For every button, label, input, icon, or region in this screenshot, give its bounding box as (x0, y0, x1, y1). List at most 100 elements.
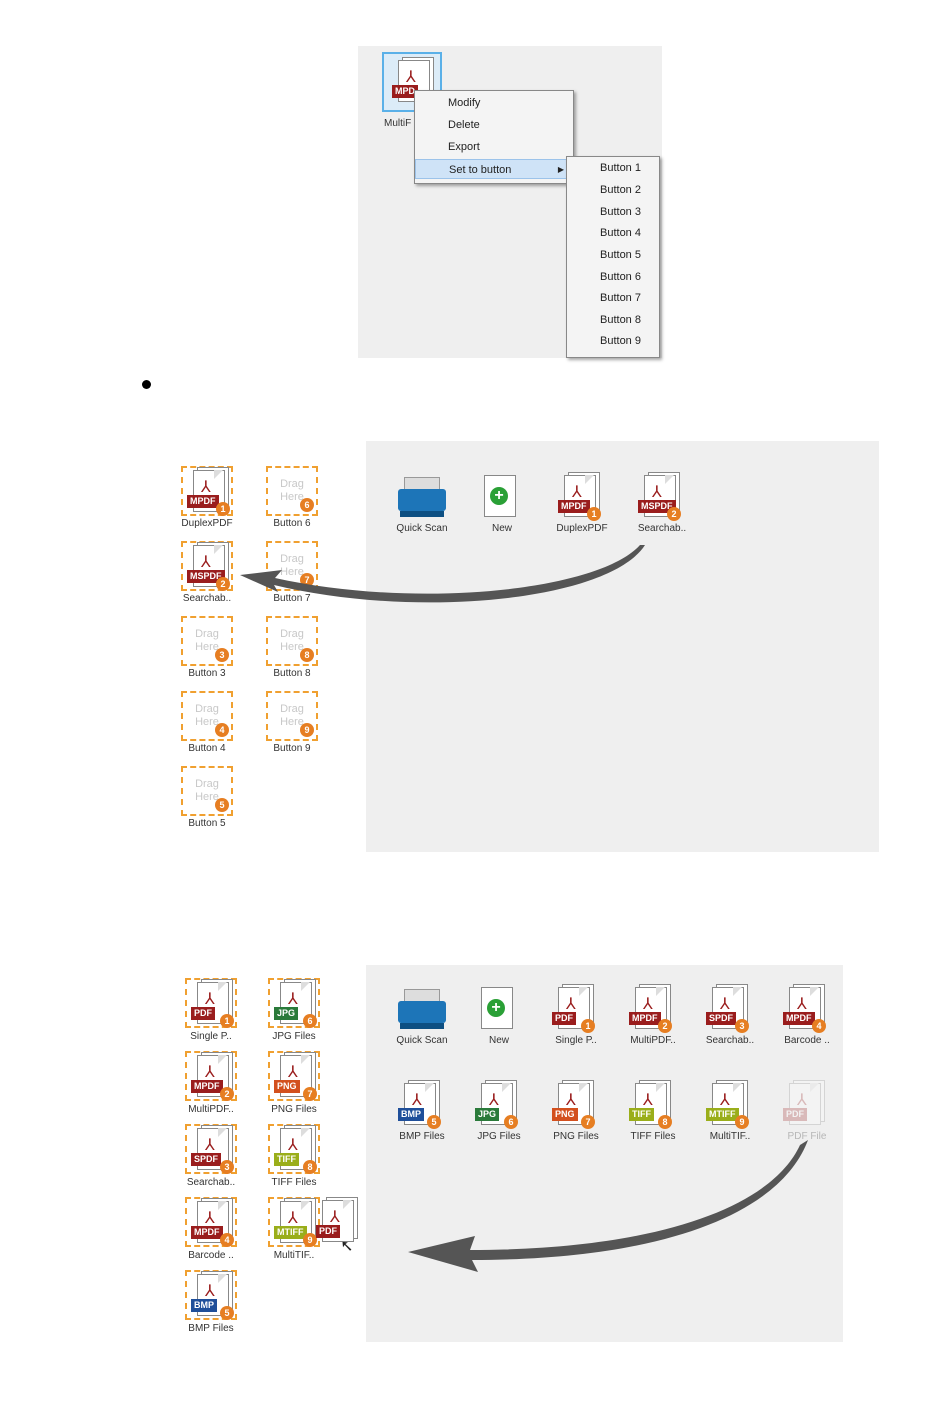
scanner-part (400, 1023, 444, 1029)
scanner-icon[interactable] (398, 475, 446, 519)
page-fold (656, 987, 665, 996)
sheet-back (793, 1080, 825, 1122)
submenu-button-1[interactable]: Button 1 (600, 162, 641, 174)
page-fold (218, 1274, 227, 1283)
submenu-button-2[interactable]: Button 2 (600, 184, 641, 196)
file-type-tag: PDF (316, 1225, 340, 1238)
submenu-button-3[interactable]: Button 3 (600, 206, 641, 218)
submenu-button-5[interactable]: Button 5 (600, 249, 641, 261)
submenu-button-6[interactable]: Button 6 (600, 271, 641, 283)
scanner-icon[interactable] (398, 987, 446, 1031)
acrobat-icon: ⅄ (406, 69, 416, 86)
number-badge: 9 (300, 723, 314, 737)
submenu-button-9[interactable]: Button 9 (600, 335, 641, 347)
drag-here-hint: Drag Here (195, 628, 219, 653)
file-type-tag: MPDF (191, 1226, 223, 1239)
file-type-tag: MSPDF (187, 570, 225, 583)
new-document-icon[interactable]: + (478, 475, 518, 519)
acrobat-icon: ⅄ (288, 1137, 298, 1154)
page-fold (214, 470, 223, 479)
number-badge: 9 (735, 1115, 749, 1129)
page-fold (301, 1055, 310, 1064)
scanner-part (400, 511, 444, 517)
panel-item-label: JPG Files (477, 1131, 521, 1142)
file-type-tag: TIFF (629, 1108, 654, 1121)
acrobat-icon: ⅄ (720, 996, 730, 1013)
panel-item-label: PNG Files (553, 1131, 599, 1142)
acrobat-icon: ⅄ (201, 554, 211, 571)
slot-label: Button 6 (273, 518, 311, 529)
acrobat-icon: ⅄ (566, 1092, 576, 1109)
file-type-tag: PNG (552, 1108, 578, 1121)
file-type-tag: MTIFF (706, 1108, 739, 1121)
panel-item-label: MultiPDF.. (630, 1035, 676, 1046)
acrobat-icon: ⅄ (205, 991, 215, 1008)
new-document-icon[interactable]: + (475, 987, 515, 1031)
menu-item-set-to-button[interactable]: Set to button ▶ (415, 159, 573, 179)
acrobat-icon: ⅄ (797, 996, 807, 1013)
submenu-button-4[interactable]: Button 4 (600, 227, 641, 239)
file-type-tag: MSPDF (638, 500, 676, 513)
figure1-panel: ⅄ MPD MultiF Modify Delete Export Set to… (358, 46, 662, 358)
menu-item-delete[interactable]: Delete (448, 119, 480, 131)
number-badge: 6 (303, 1014, 317, 1028)
menu-item-modify[interactable]: Modify (448, 97, 481, 109)
number-badge: 1 (220, 1014, 234, 1028)
acrobat-icon: ⅄ (288, 1210, 298, 1227)
acrobat-icon: ⅄ (412, 1092, 422, 1109)
number-badge: 3 (215, 648, 229, 662)
menu-item-export[interactable]: Export (448, 141, 480, 153)
submenu-button-7[interactable]: Button 7 (600, 292, 641, 304)
number-badge: 7 (303, 1087, 317, 1101)
file-type-tag: PDF (552, 1012, 576, 1025)
acrobat-icon: ⅄ (797, 1092, 807, 1109)
drag-here-hint: Drag Here (280, 703, 304, 728)
page-fold (218, 982, 227, 991)
submenu-button-8[interactable]: Button 8 (600, 314, 641, 326)
number-badge: 4 (812, 1019, 826, 1033)
drag-here-hint: Drag Here (280, 478, 304, 503)
number-badge: 2 (220, 1087, 234, 1101)
file-icon[interactable]: ⅄PDF (783, 1080, 825, 1127)
page-fold (665, 475, 674, 484)
page-fold (585, 475, 594, 484)
number-badge: 1 (216, 502, 230, 516)
number-badge: 3 (735, 1019, 749, 1033)
panel-item-label: Searchab.. (637, 523, 687, 534)
